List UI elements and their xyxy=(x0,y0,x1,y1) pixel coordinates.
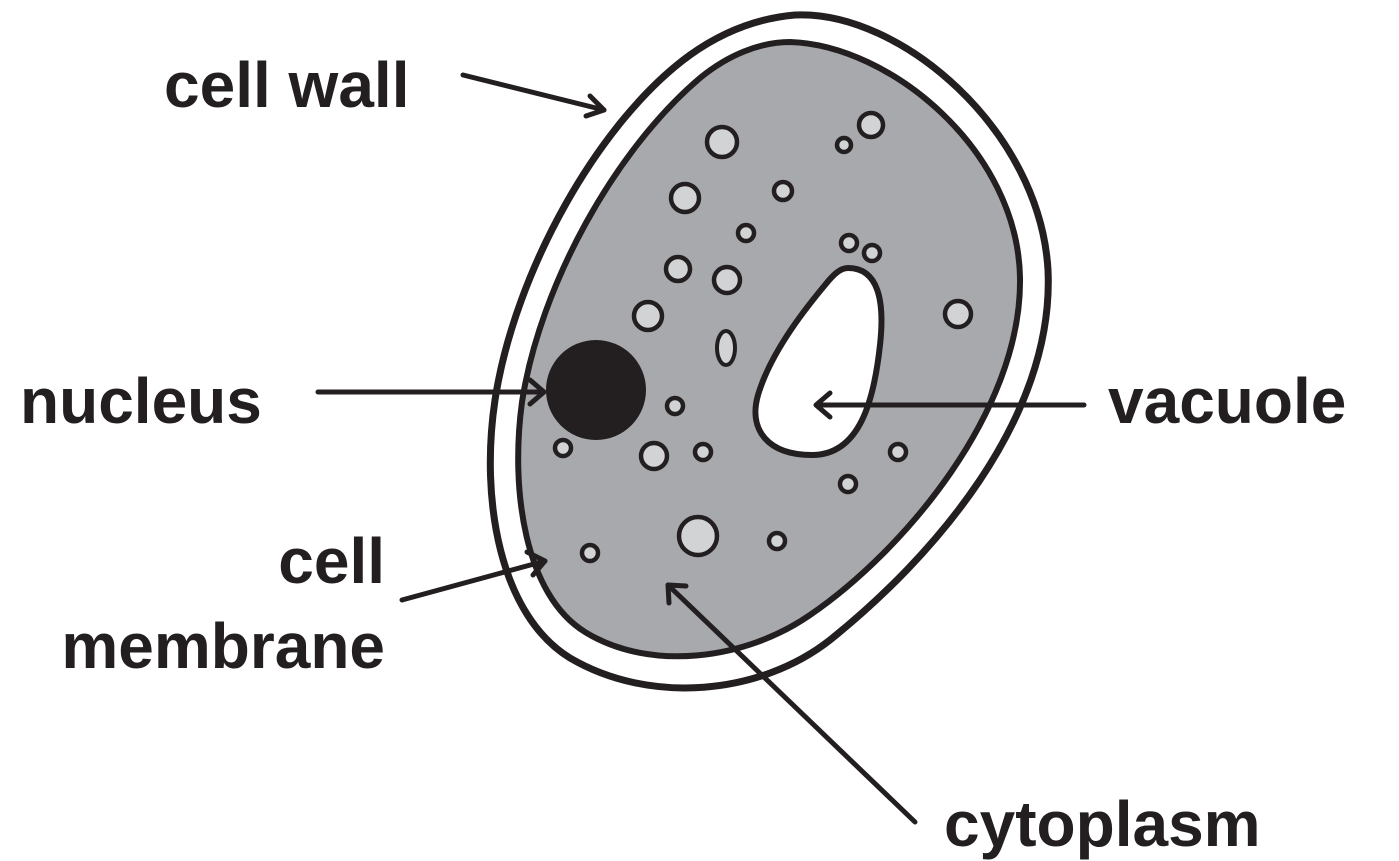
granule xyxy=(695,444,711,460)
granule xyxy=(841,235,857,251)
oval-organelle xyxy=(717,331,735,365)
granule xyxy=(582,545,598,561)
cell-wall-arrow xyxy=(463,75,604,116)
granule xyxy=(864,245,880,261)
granule xyxy=(890,444,906,460)
label-nucleus: nucleus xyxy=(20,365,262,437)
granule xyxy=(634,302,662,330)
granule xyxy=(667,398,683,414)
granule xyxy=(945,301,971,327)
granule xyxy=(707,127,737,157)
label-vacuole: vacuole xyxy=(1108,365,1346,437)
granule xyxy=(769,533,785,549)
granule xyxy=(666,257,690,281)
granule xyxy=(859,113,883,137)
label-cell-membrane-line2: membrane xyxy=(61,610,385,682)
granule xyxy=(774,182,792,200)
granule xyxy=(671,184,699,212)
granule xyxy=(641,443,667,469)
label-cell-wall: cell wall xyxy=(164,49,409,121)
granule xyxy=(555,440,571,456)
granule xyxy=(714,267,740,293)
label-cytoplasm: cytoplasm xyxy=(944,788,1261,860)
granule xyxy=(738,225,754,241)
granule xyxy=(840,476,856,492)
granule xyxy=(679,517,717,555)
label-cell-membrane-line1: cell xyxy=(278,525,385,597)
granule xyxy=(837,138,851,152)
nucleus xyxy=(546,340,646,440)
